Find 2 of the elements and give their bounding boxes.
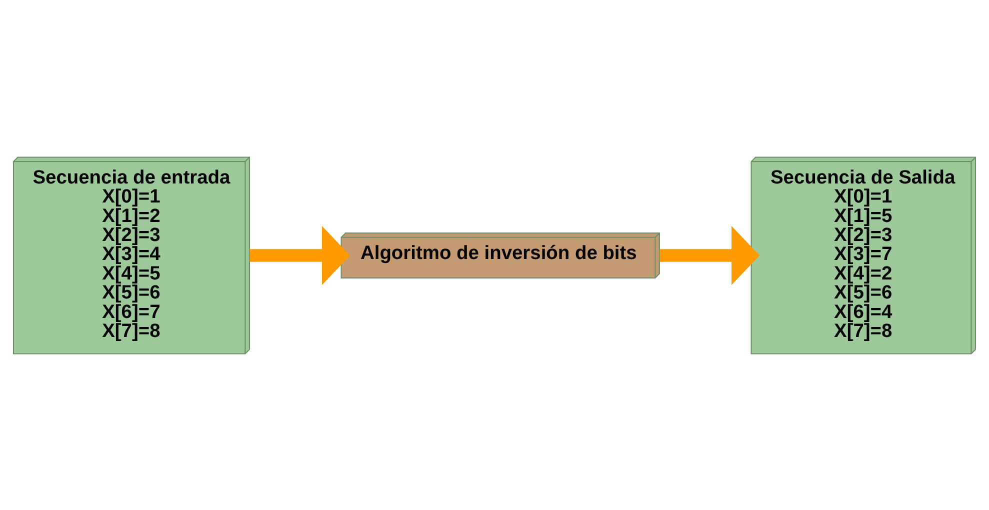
arrow: [250, 226, 350, 284]
arrow: [660, 226, 760, 284]
